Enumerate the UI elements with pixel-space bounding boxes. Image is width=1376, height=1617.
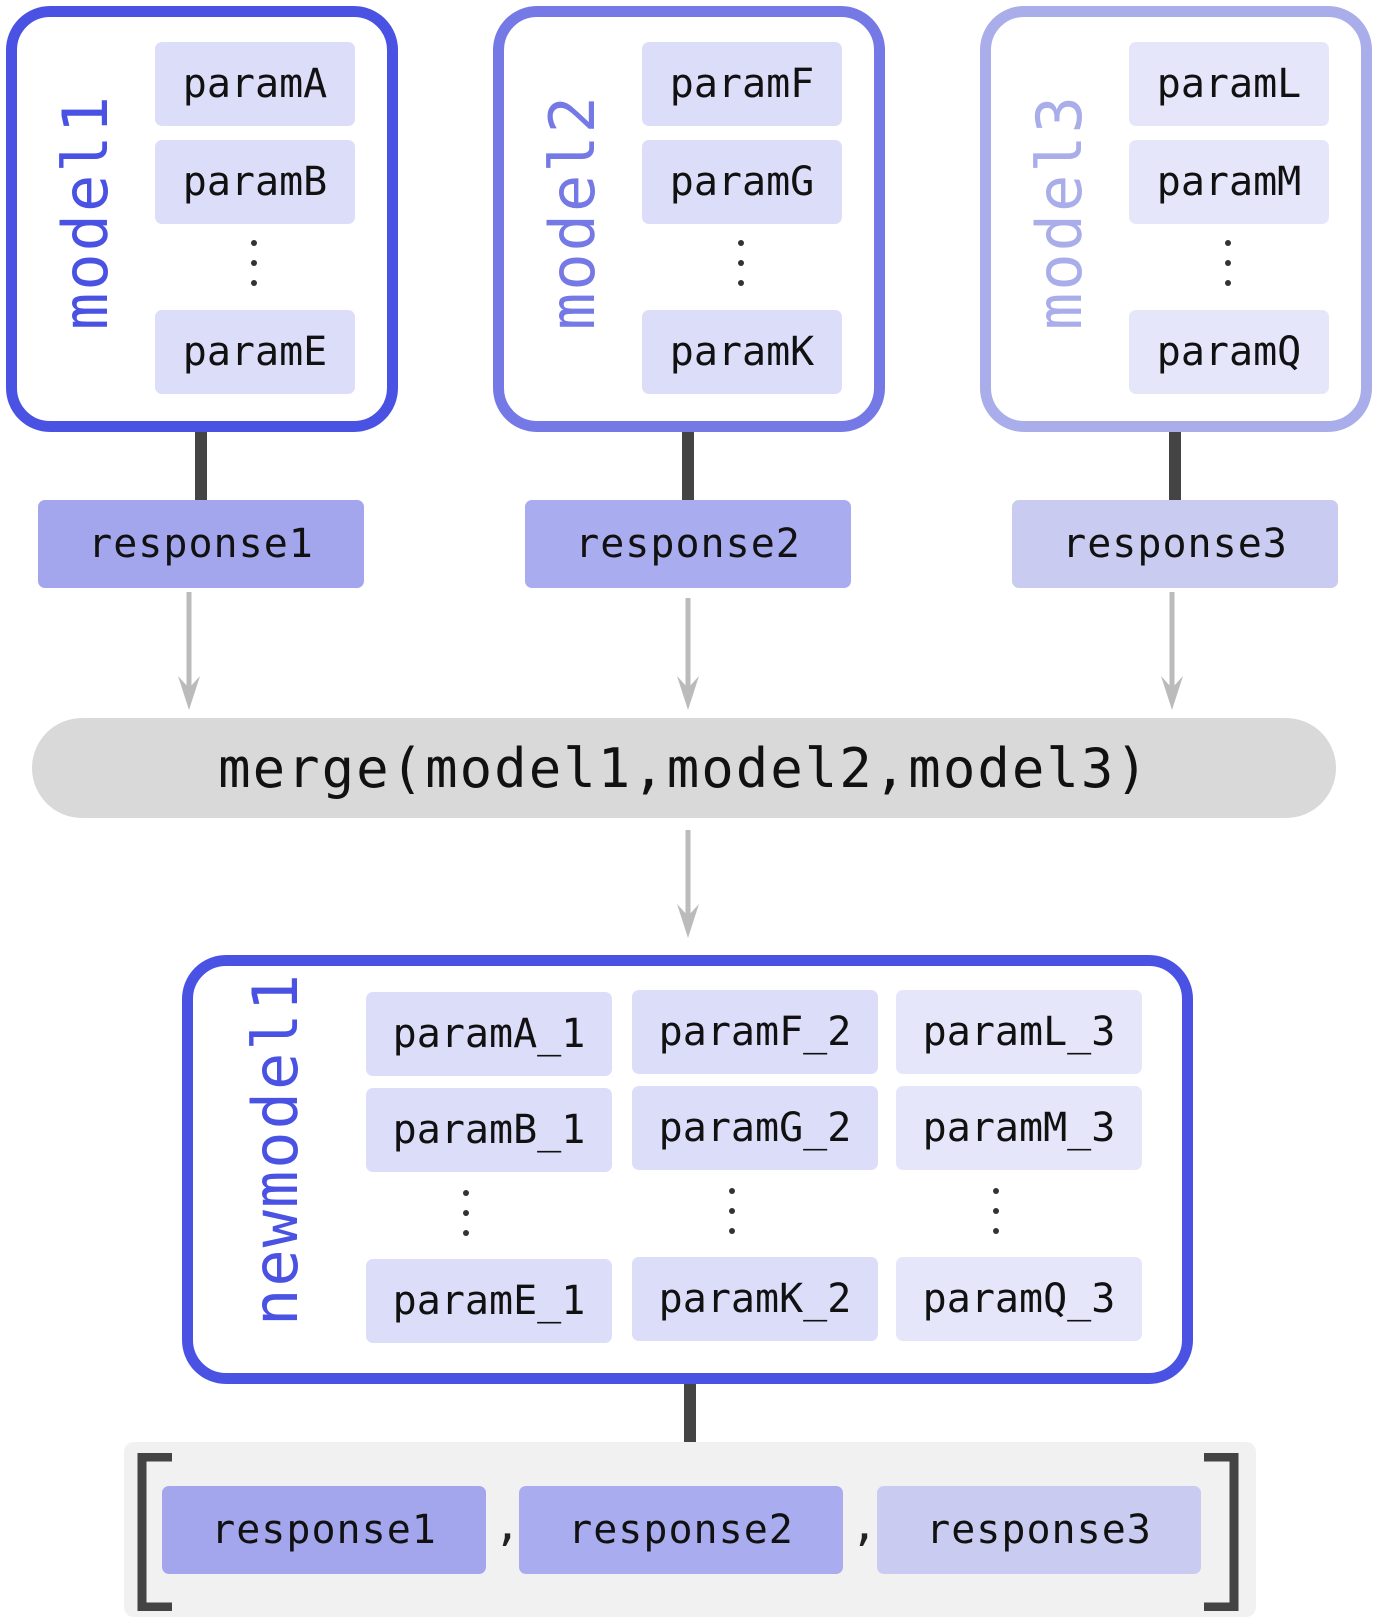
arrow-down-icon <box>178 592 200 710</box>
newmodel-connector <box>684 1384 696 1444</box>
merge-call: merge(model1,model2,model3) <box>32 718 1336 818</box>
model2-param-1: paramF <box>642 42 842 126</box>
model3-param-3: paramQ <box>1129 310 1329 394</box>
model1-param-3: paramE <box>155 310 355 394</box>
model2-param-3: paramK <box>642 310 842 394</box>
model3-param-1: paramL <box>1129 42 1329 126</box>
model2-response: response2 <box>525 500 851 588</box>
newmodel-param-2-1: paramF_2 <box>632 990 878 1074</box>
square-bracket-icon <box>1204 1453 1239 1611</box>
model2-title: model2 <box>536 94 609 330</box>
newmodel-param-1-3: paramE_1 <box>366 1259 612 1343</box>
model1-param-2: paramB <box>155 140 355 224</box>
newmodel-param-3-2: paramM_3 <box>896 1086 1142 1170</box>
newmodel-param-2-2: paramG_2 <box>632 1086 878 1170</box>
newmodel-param-1-2: paramB_1 <box>366 1088 612 1172</box>
square-bracket-icon <box>137 1453 172 1611</box>
output-response-2: response2 <box>519 1486 843 1574</box>
newmodel-param-1-1: paramA_1 <box>366 992 612 1076</box>
vertical-ellipsis-icon <box>737 240 745 300</box>
model3-title: model3 <box>1023 94 1096 330</box>
model2-param-2: paramG <box>642 140 842 224</box>
model1-response: response1 <box>38 500 364 588</box>
model3-param-2: paramM <box>1129 140 1329 224</box>
model1-param-1: paramA <box>155 42 355 126</box>
newmodel-param-3-1: paramL_3 <box>896 990 1142 1074</box>
vertical-ellipsis-icon <box>992 1188 1000 1248</box>
model3-connector <box>1169 432 1181 500</box>
output-separator-2: , <box>851 1500 878 1551</box>
output-response-3: response3 <box>877 1486 1201 1574</box>
output-response-1: response1 <box>162 1486 486 1574</box>
newmodel-title: newmodel1 <box>239 972 312 1326</box>
vertical-ellipsis-icon <box>462 1190 470 1250</box>
arrow-down-icon <box>1161 592 1183 710</box>
model3-response: response3 <box>1012 500 1338 588</box>
newmodel-param-2-3: paramK_2 <box>632 1257 878 1341</box>
arrow-down-icon <box>677 830 699 938</box>
model1-title: model1 <box>49 94 122 330</box>
vertical-ellipsis-icon <box>250 240 258 300</box>
vertical-ellipsis-icon <box>728 1188 736 1248</box>
model1-connector <box>195 432 207 500</box>
newmodel-param-3-3: paramQ_3 <box>896 1257 1142 1341</box>
vertical-ellipsis-icon <box>1224 240 1232 300</box>
arrow-down-icon <box>677 598 699 710</box>
model2-connector <box>682 432 694 500</box>
output-separator-1: , <box>494 1500 521 1551</box>
